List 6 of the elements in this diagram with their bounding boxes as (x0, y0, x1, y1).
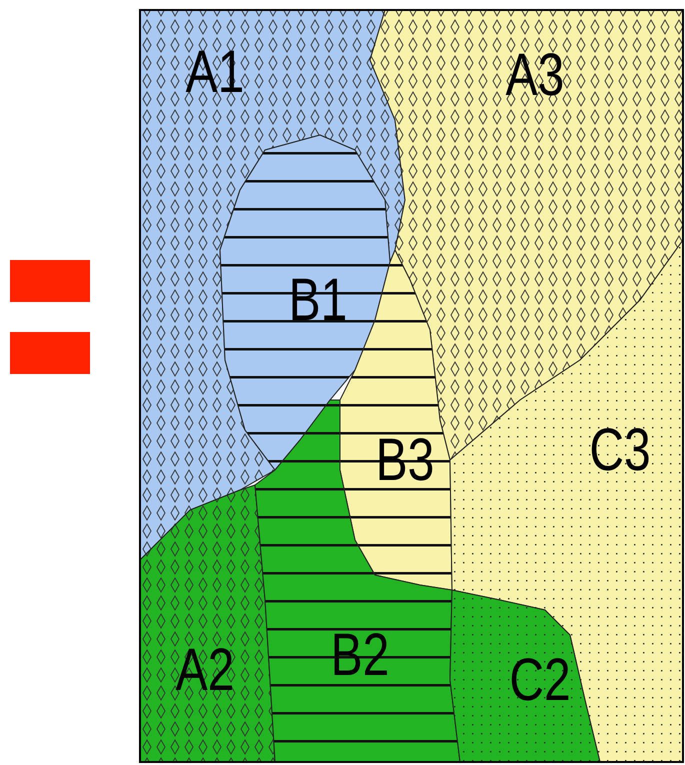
map-region (255, 400, 460, 762)
region-label: C3 (589, 420, 651, 480)
map-region (450, 590, 600, 762)
region-label: A2 (176, 640, 234, 700)
region-label: C2 (509, 650, 571, 710)
map-region (140, 485, 275, 762)
